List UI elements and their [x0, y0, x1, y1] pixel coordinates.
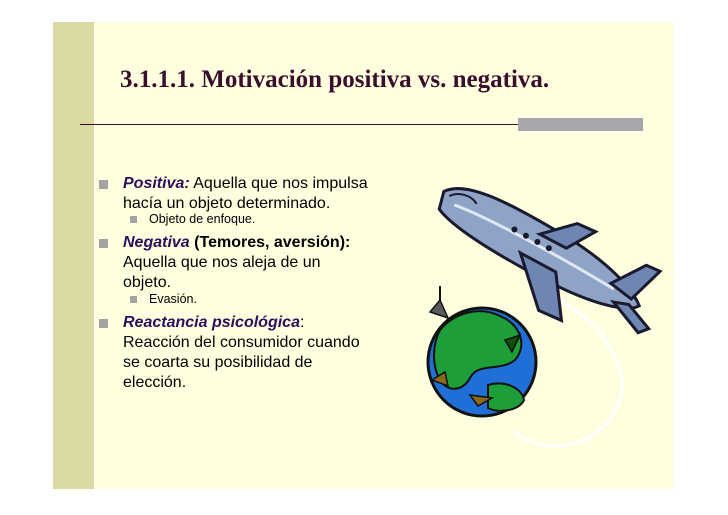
- bullet-1-term: Positiva:: [123, 175, 190, 192]
- bullet-3-line-3: se coarta su posibilidad de: [123, 354, 313, 371]
- bullet-2-text: (Temores, aversión):: [189, 234, 351, 251]
- bullet-2-line-2: Aquella que nos aleja de un: [123, 254, 321, 271]
- bullet-1-line-1: Positiva: Aquella que nos impulsa: [123, 174, 368, 195]
- bullet-2-line-1: Negativa (Temores, aversión):: [123, 233, 350, 254]
- bullet-2-line-3: objeto.: [123, 274, 172, 291]
- bullet-2-sub: Evasión.: [149, 292, 197, 306]
- bullet-1-text: Aquella que nos impulsa: [189, 175, 368, 192]
- bullet-marker: [99, 180, 108, 189]
- bullet-3-text: :: [299, 314, 305, 331]
- bullet-3-line-1: Reactancia psicológica:: [123, 313, 304, 334]
- bullet-3-term: Reactancia psicológica: [123, 314, 300, 331]
- slide-title: 3.1.1.1. Motivación positiva vs. negativ…: [120, 66, 550, 93]
- bullet-3-line-2: Reacción del consumidor cuando: [123, 334, 360, 351]
- bullet-marker: [99, 319, 108, 328]
- bullet-1-sub: Objeto de enfoque.: [149, 212, 256, 226]
- globe-icon: [426, 306, 538, 418]
- bullet-1-line-2: hacía un objeto determinado.: [123, 195, 331, 212]
- title-divider-block: [518, 118, 643, 131]
- sub-bullet-marker: [130, 296, 137, 303]
- title-divider: [80, 124, 518, 125]
- flight-trail: [513, 298, 624, 448]
- bullet-3-line-4: elección.: [123, 374, 187, 391]
- airplane-icon: [437, 187, 663, 335]
- sub-bullet-marker: [130, 216, 137, 223]
- bullet-marker: [99, 239, 108, 248]
- tower-icon: [428, 286, 450, 320]
- slide-left-band: [53, 22, 94, 489]
- bullet-2-term: Negativa: [123, 234, 190, 251]
